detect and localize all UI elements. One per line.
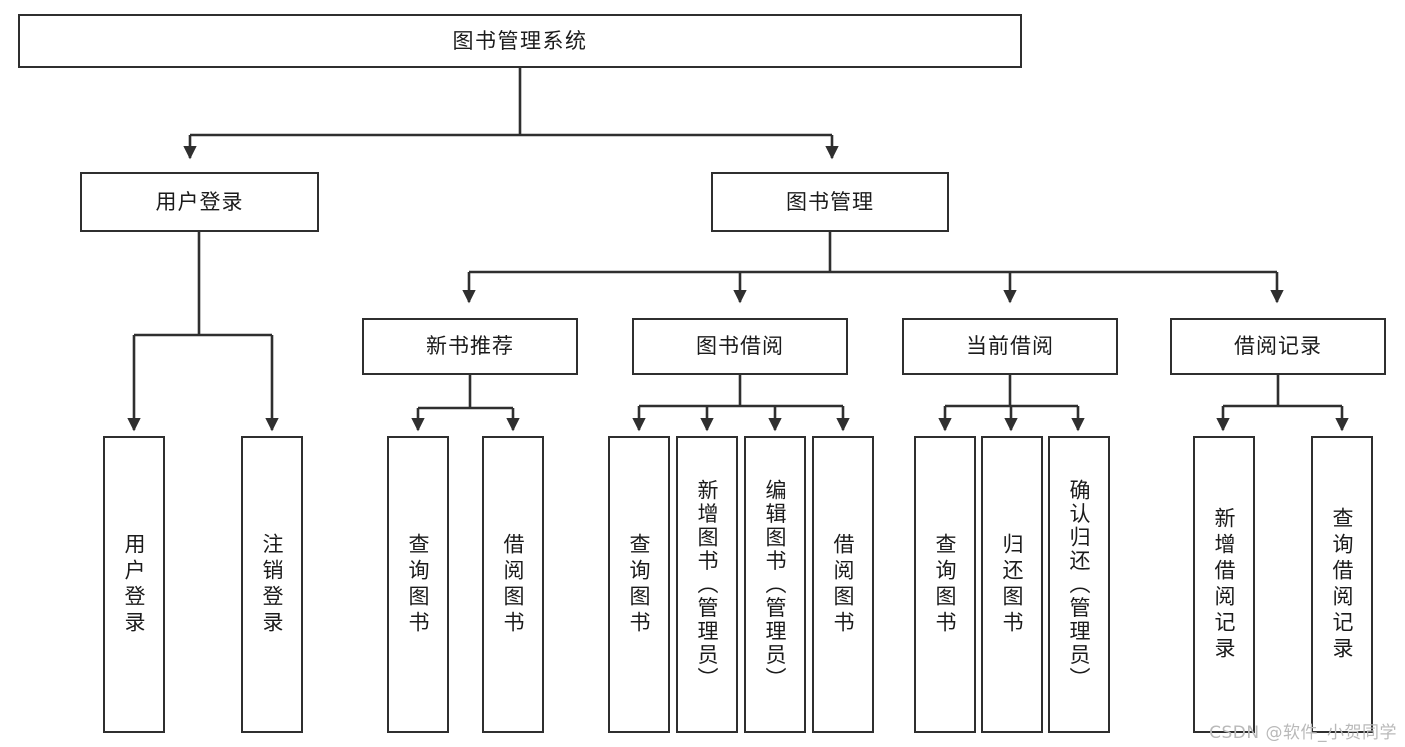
node-label: 借阅图书 — [501, 532, 526, 637]
leaf-query-book-new[interactable]: 查询图书 — [387, 436, 449, 733]
node-label: 借阅记录 — [1234, 334, 1322, 359]
node-borrow-record[interactable]: 借阅记录 — [1170, 318, 1386, 375]
leaf-query-book-borrow[interactable]: 查询图书 — [608, 436, 670, 733]
node-book-borrow[interactable]: 图书借阅 — [632, 318, 848, 375]
node-new-book-recommend[interactable]: 新书推荐 — [362, 318, 578, 375]
node-label: 查询图书 — [627, 532, 652, 637]
node-label: 归还图书 — [1000, 532, 1025, 637]
node-label: 新书推荐 — [426, 334, 514, 359]
node-label: 编辑图书（管理员） — [763, 478, 788, 691]
node-root-system[interactable]: 图书管理系统 — [18, 14, 1022, 68]
node-label: 图书管理系统 — [452, 28, 588, 53]
leaf-borrow-book-new[interactable]: 借阅图书 — [482, 436, 544, 733]
leaf-query-book-current[interactable]: 查询图书 — [914, 436, 976, 733]
node-label: 新增图书（管理员） — [695, 478, 720, 691]
node-label: 用户登录 — [122, 532, 147, 637]
node-label: 查询图书 — [406, 532, 431, 637]
leaf-return-book[interactable]: 归还图书 — [981, 436, 1043, 733]
node-label: 用户登录 — [155, 189, 244, 214]
node-label: 查询图书 — [933, 532, 958, 637]
node-label: 新增借阅记录 — [1212, 506, 1237, 663]
node-label: 确认归还（管理员） — [1067, 478, 1092, 691]
watermark: CSDN @软件_小贺同学 — [1209, 723, 1397, 743]
node-label: 图书借阅 — [696, 334, 784, 359]
node-label: 借阅图书 — [831, 532, 856, 637]
node-label: 当前借阅 — [966, 334, 1054, 359]
leaf-edit-book-admin[interactable]: 编辑图书（管理员） — [744, 436, 806, 733]
leaf-query-borrow-record[interactable]: 查询借阅记录 — [1311, 436, 1373, 733]
leaf-borrow-book[interactable]: 借阅图书 — [812, 436, 874, 733]
node-book-management[interactable]: 图书管理 — [711, 172, 949, 232]
node-label: 图书管理 — [786, 189, 874, 214]
node-label: 注销登录 — [260, 532, 285, 637]
leaf-add-borrow-record[interactable]: 新增借阅记录 — [1193, 436, 1255, 733]
leaf-confirm-return-admin[interactable]: 确认归还（管理员） — [1048, 436, 1110, 733]
node-label: 查询借阅记录 — [1330, 506, 1355, 663]
node-user-login[interactable]: 用户登录 — [80, 172, 319, 232]
leaf-logout[interactable]: 注销登录 — [241, 436, 303, 733]
node-current-borrow[interactable]: 当前借阅 — [902, 318, 1118, 375]
leaf-add-book-admin[interactable]: 新增图书（管理员） — [676, 436, 738, 733]
leaf-user-login[interactable]: 用户登录 — [103, 436, 165, 733]
